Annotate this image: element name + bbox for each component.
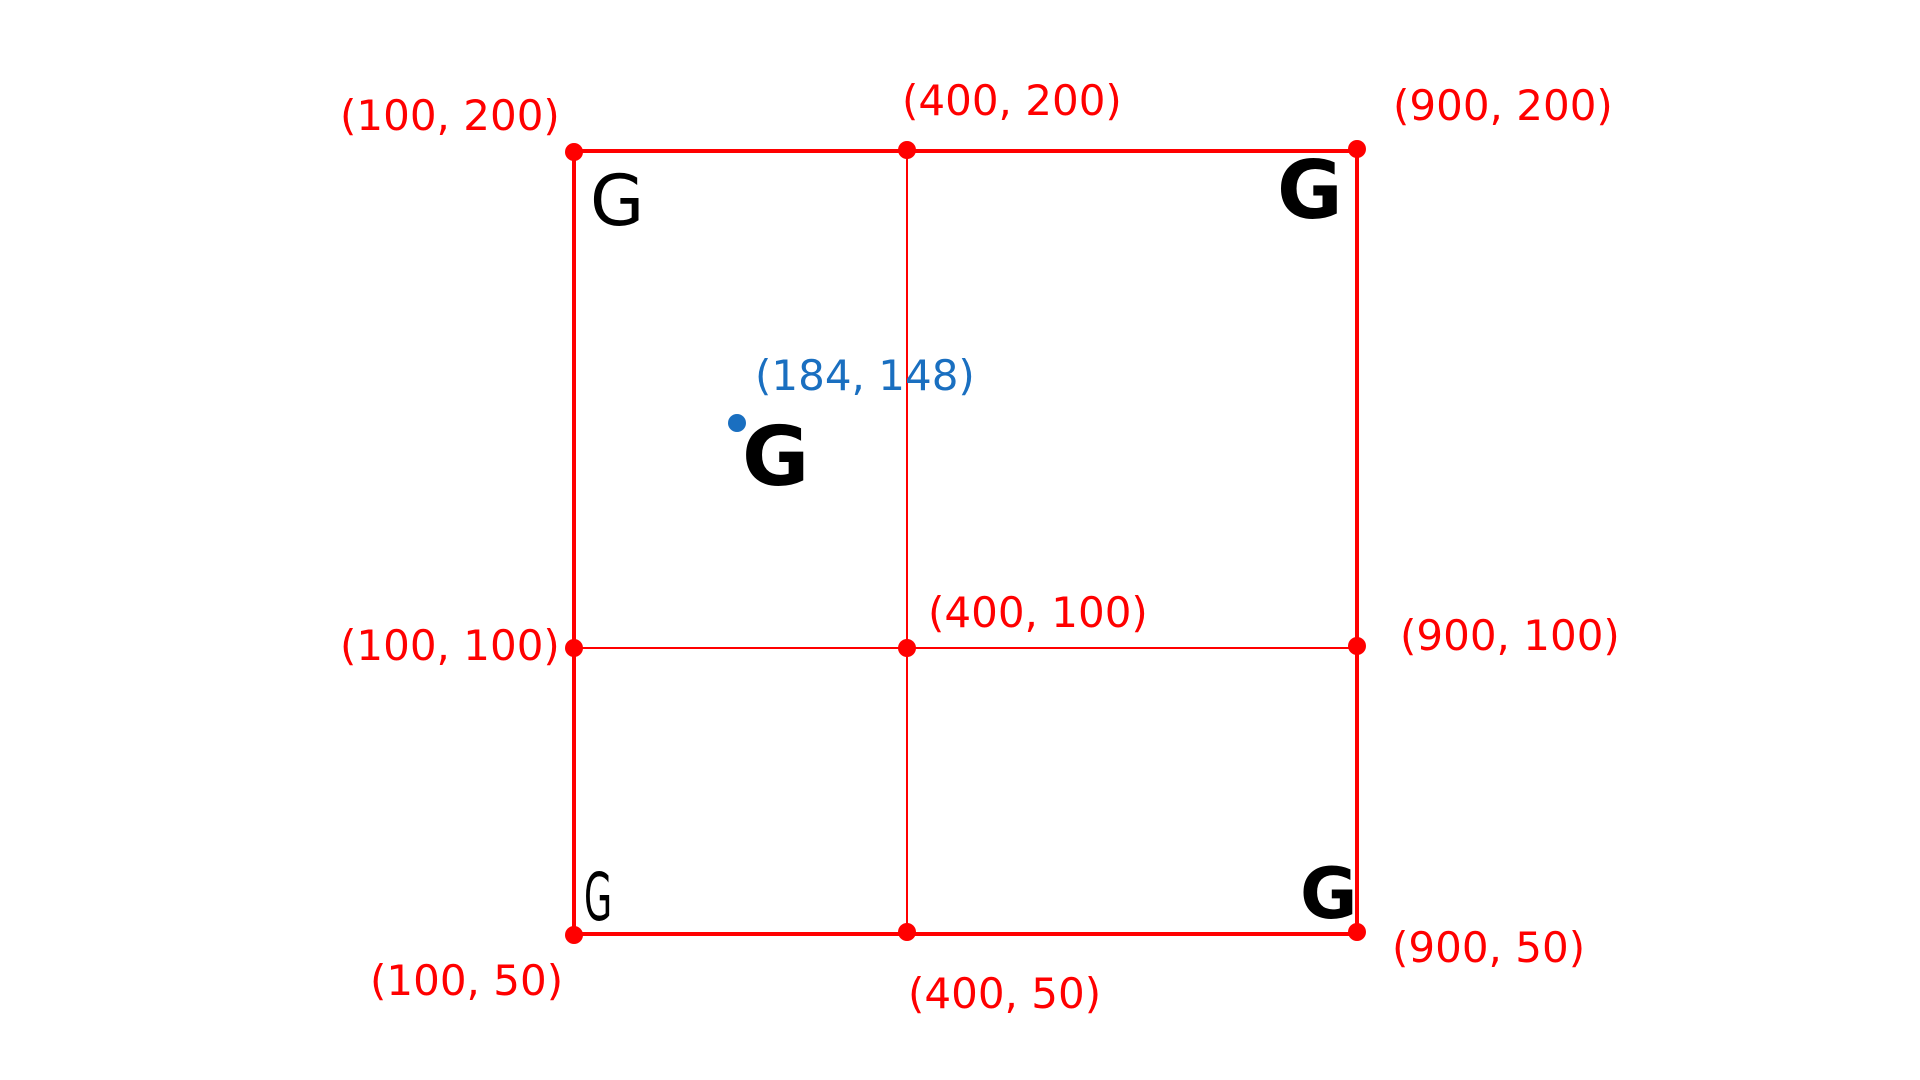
label-100-50: (100, 50) <box>370 956 563 1005</box>
point-100-200 <box>565 143 583 161</box>
label-400-100: (400, 100) <box>928 588 1148 637</box>
point-400-50 <box>898 923 916 941</box>
label-900-200: (900, 200) <box>1393 81 1613 130</box>
point-400-100 <box>898 639 916 657</box>
point-900-100 <box>1348 637 1366 655</box>
point-100-100 <box>565 639 583 657</box>
glyph-top-right: G <box>1277 144 1343 237</box>
label-400-50: (400, 50) <box>908 969 1101 1018</box>
label-100-200: (100, 200) <box>340 91 560 140</box>
glyph-bottom-left: G <box>584 859 612 936</box>
sample-point <box>728 414 746 432</box>
glyph-sample: G <box>742 410 809 505</box>
point-900-200 <box>1348 140 1366 158</box>
label-400-200: (400, 200) <box>902 76 1122 125</box>
label-sample-point: (184, 148) <box>755 351 975 400</box>
point-100-50 <box>565 926 583 944</box>
label-100-100: (100, 100) <box>340 621 560 670</box>
point-400-200 <box>898 141 916 159</box>
outer-frame <box>572 149 1359 936</box>
glyph-bottom-right: G <box>1300 853 1357 935</box>
label-900-100: (900, 100) <box>1400 611 1620 660</box>
point-900-50 <box>1348 923 1366 941</box>
glyph-top-left: G <box>590 160 644 242</box>
label-900-50: (900, 50) <box>1392 923 1585 972</box>
